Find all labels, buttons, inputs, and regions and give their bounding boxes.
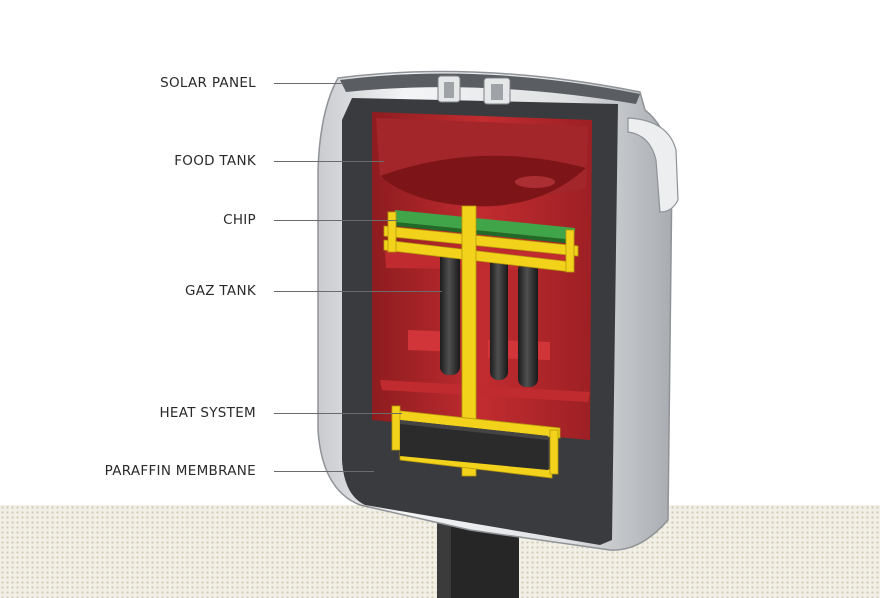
label-food-tank: FOOD TANK: [174, 153, 256, 169]
chip-board: [394, 210, 575, 244]
leader-heat-system: [274, 413, 402, 414]
label-chip: CHIP: [223, 212, 256, 228]
gas-tank-cylinders: [440, 250, 538, 387]
interior-cutaway: [372, 112, 592, 440]
leader-paraffin-membrane: [274, 471, 374, 472]
label-paraffin-membrane: PARAFFIN MEMBRANE: [104, 463, 256, 479]
label-heat-system: HEAT SYSTEM: [159, 405, 256, 421]
leader-chip: [274, 220, 398, 221]
label-gaz-tank: GAZ TANK: [184, 283, 256, 299]
leader-solar-panel: [274, 83, 344, 84]
leader-food-tank: [274, 161, 384, 162]
heat-system-block: [400, 420, 548, 470]
leader-gaz-tank: [274, 291, 442, 292]
label-solar-panel: SOLAR PANEL: [160, 75, 256, 91]
